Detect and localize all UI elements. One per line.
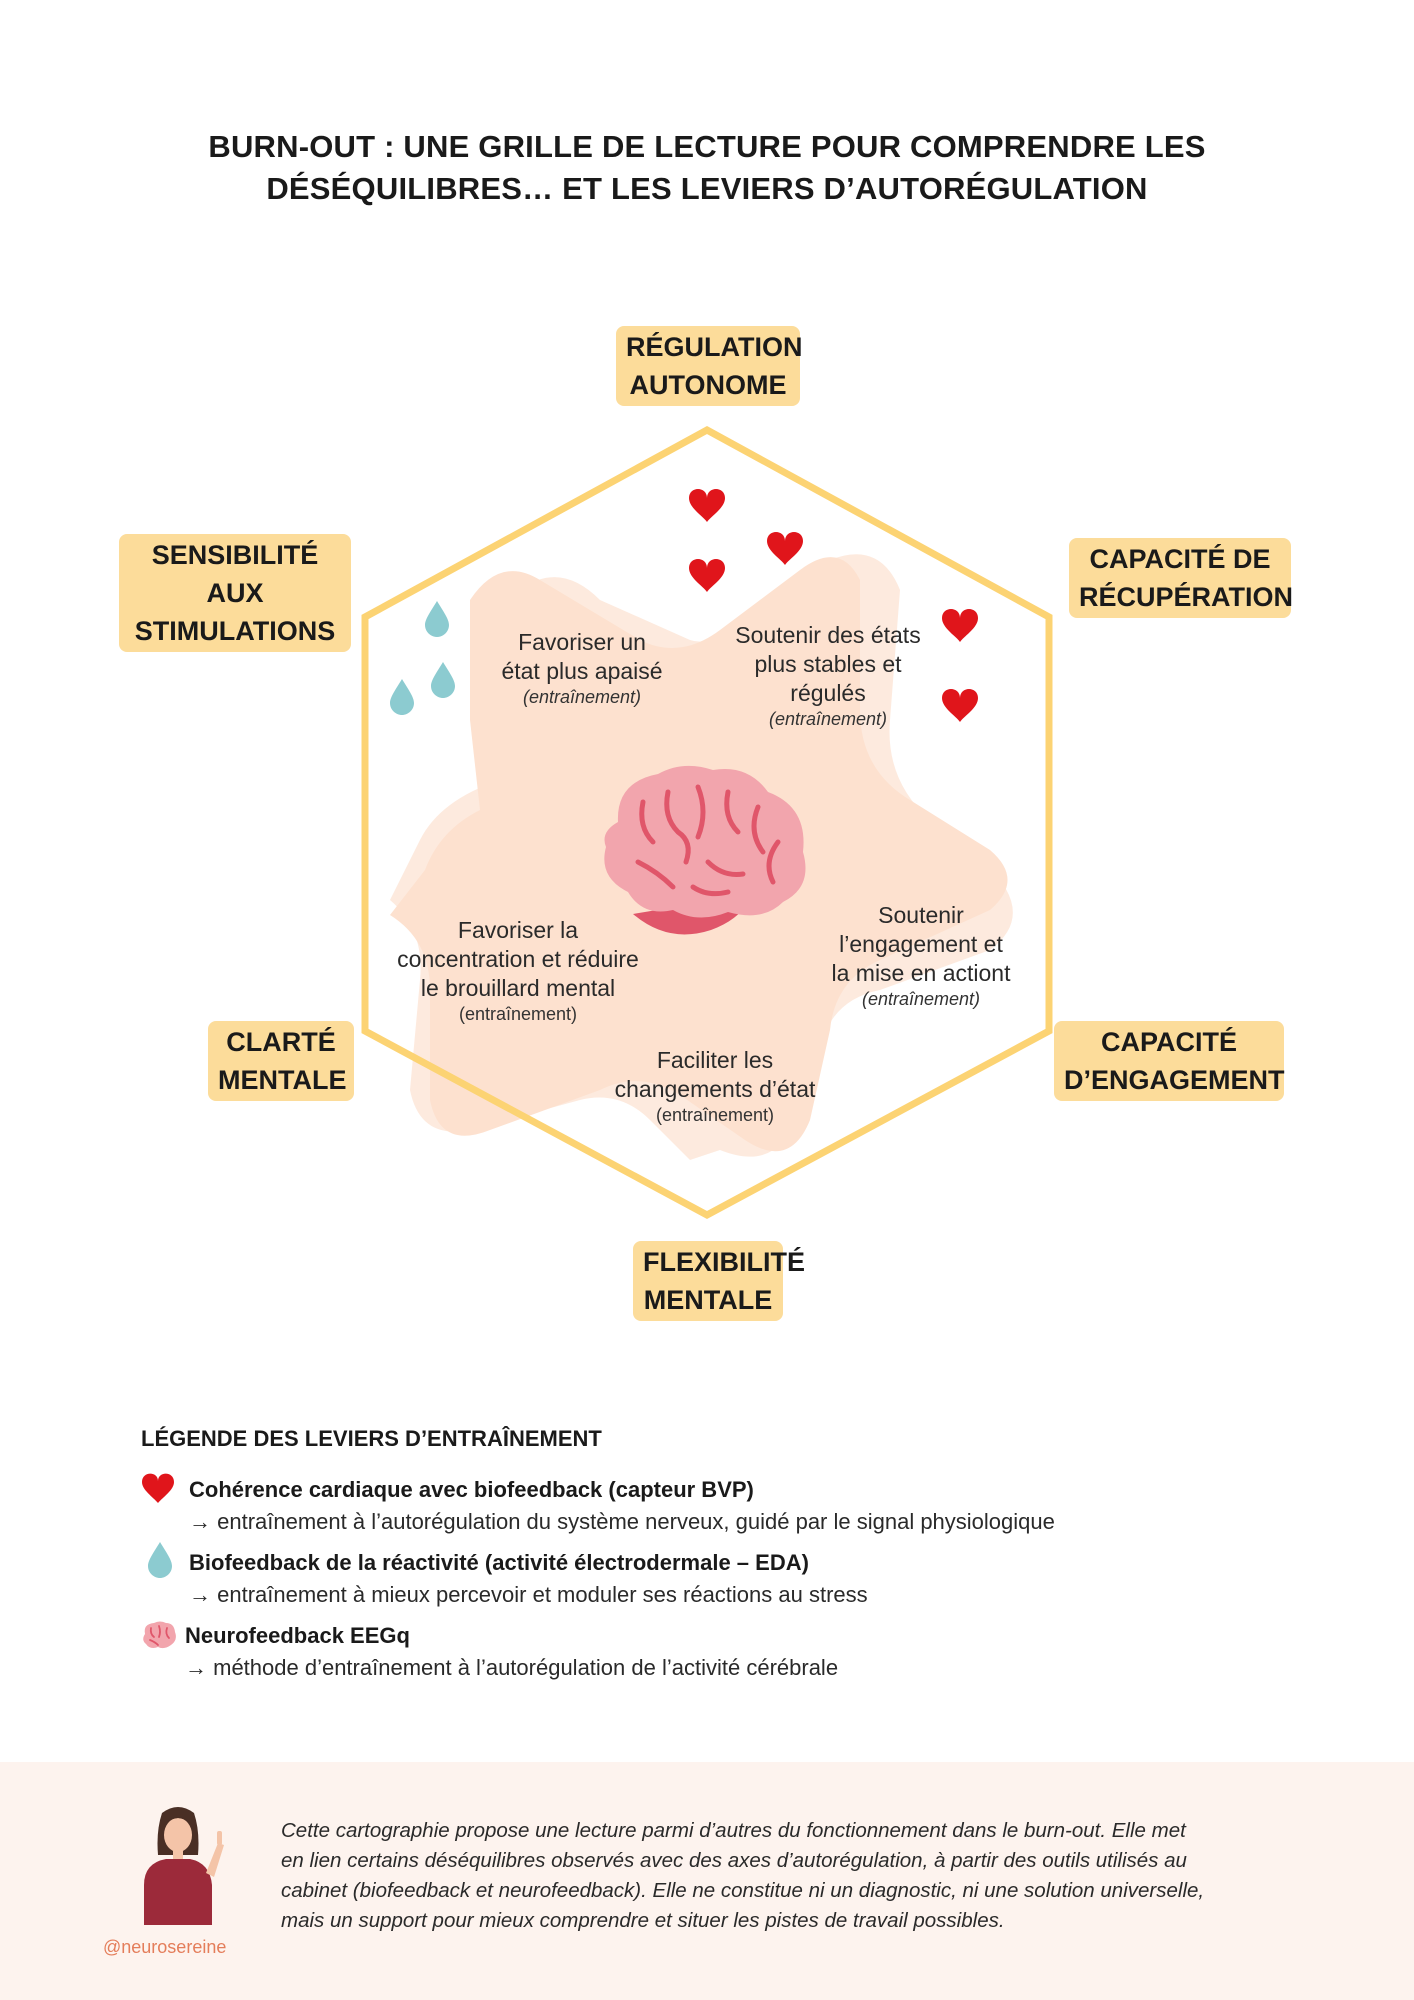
page-title: BURN-OUT : UNE GRILLE DE LECTURE POUR CO… [0,126,1414,210]
footer-disclaimer: Cette cartographie propose une lecture p… [281,1819,1205,1932]
lever-engagement: Soutenir l’engagement et la mise en acti… [831,902,1011,1009]
lever-state-change: Faciliter les changements d’état (entraî… [614,1047,816,1125]
diagram-canvas [361,426,1053,1219]
axis-label-sensibilite-stimulations: SENSIBILITÉ AUX STIMULATIONS [119,534,351,652]
heart-icon [142,1473,174,1503]
title-line-1: BURN-OUT : UNE GRILLE DE LECTURE POUR CO… [208,129,1206,164]
axis-label-capacite-engagement: CAPACITÉ D’ENGAGEMENT [1054,1021,1285,1101]
lever-stable-states: Soutenir des états plus stables et régul… [735,622,921,729]
avatar [144,1807,224,1925]
hexagon-outline [361,426,1053,1219]
legend-item-droplet: Biofeedback de la réactivité (activité é… [189,1550,868,1607]
legend-title: LÉGENDE DES LEVIERS D’ENTRAÎNEMENT [141,1426,602,1451]
droplet-icon [148,1542,172,1578]
axis-label-flexibilite-mentale: FLEXIBILITÉ MENTALE [633,1241,805,1321]
axis-label-clarte-mentale: CLARTÉ MENTALE [208,1021,354,1101]
brain-icon [604,765,806,935]
legend-item-brain: Neurofeedback EEGq → méthode d’entraînem… [185,1623,839,1680]
droplet-icon [390,601,455,715]
brain-icon [143,1621,176,1649]
legend-item-heart: Cohérence cardiaque avec biofeedback (ca… [189,1477,1055,1534]
lever-focus: Favoriser la concentration et réduire le… [397,917,639,1024]
footer-panel [0,1762,1414,2000]
axis-label-regulation-autonome: RÉGULATION AUTONOME [616,326,803,406]
axis-label-capacite-recuperation: CAPACITÉ DE RÉCUPÉRATION [1069,538,1293,618]
lever-calm-state: Favoriser un état plus apaisé (entraînem… [501,629,663,707]
social-handle: @neurosereine [103,1937,227,1957]
title-line-2: DÉSÉQUILIBRES… ET LES LEVIERS D’AUTORÉGU… [266,171,1148,206]
